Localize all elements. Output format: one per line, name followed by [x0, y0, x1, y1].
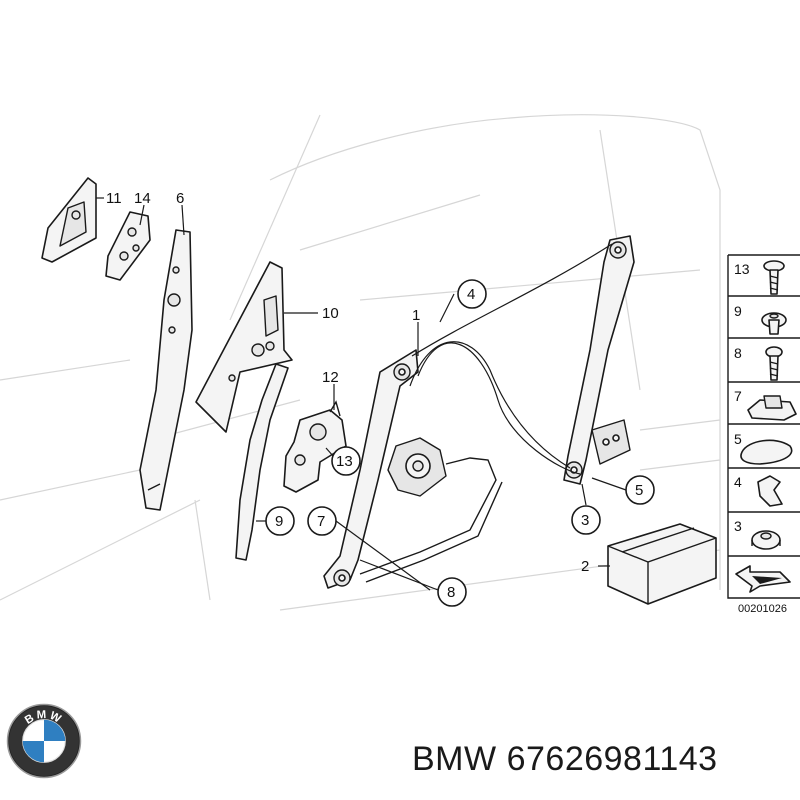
- callout-10: 10: [322, 305, 339, 322]
- legend-item-7: 7: [734, 388, 742, 404]
- part-9-guide: [235, 363, 289, 561]
- clip-7-icon: [747, 395, 797, 421]
- legend-item-3: 3: [734, 518, 742, 534]
- bolt-8-icon: [765, 346, 783, 381]
- part-6-rail: [139, 229, 193, 511]
- small-parts-legend: 13 9 8 7 5 4 3: [727, 254, 800, 615]
- callout-12: 12: [322, 369, 339, 386]
- callout-14: 14: [134, 190, 151, 207]
- screw-9-icon: [761, 312, 787, 335]
- callout-11: 11: [106, 190, 122, 207]
- part-1-regulator: [323, 235, 635, 589]
- callout-8: 8: [447, 584, 455, 601]
- callout-4: 4: [467, 286, 475, 303]
- part-11-trim: [41, 177, 97, 263]
- bmw-roundel-icon: BMW: [6, 703, 82, 779]
- brand-name: BMW: [412, 740, 497, 778]
- legend-item-4: 4: [734, 474, 742, 490]
- callout-13: 13: [336, 453, 353, 470]
- callout-3: 3: [581, 512, 589, 529]
- legend-item-8: 8: [734, 345, 742, 361]
- part-number: 67626981143: [506, 740, 718, 778]
- part-14-mount: [105, 211, 151, 281]
- leader-lines: [96, 197, 627, 591]
- part-10-frame: [195, 261, 293, 433]
- clip-4-icon: [757, 475, 783, 507]
- callout-2: 2: [581, 558, 589, 575]
- callouts: 11 14 6 10 12 1 2 4 13 9 7 8 3 5: [106, 190, 655, 607]
- bolt-13-icon: [763, 260, 785, 295]
- diagram-code: 00201026: [738, 603, 787, 615]
- svg-text:BMW: BMW: [23, 709, 65, 727]
- nut-3-icon: [751, 530, 781, 550]
- part-2-box: [607, 523, 717, 605]
- arrow-icon: [735, 565, 791, 593]
- callout-9: 9: [275, 513, 283, 530]
- logo-letters: BMW: [23, 709, 62, 727]
- callout-6: 6: [176, 190, 184, 207]
- callout-7: 7: [317, 513, 325, 530]
- callout-1: 1: [412, 307, 420, 324]
- part-12-motor: [283, 400, 347, 493]
- legend-item-13: 13: [734, 261, 750, 277]
- part-4-cable: [409, 243, 613, 475]
- legend-item-9: 9: [734, 303, 742, 319]
- cap-5-icon: [740, 439, 793, 465]
- legend-item-5: 5: [734, 431, 742, 447]
- callout-5: 5: [635, 482, 643, 499]
